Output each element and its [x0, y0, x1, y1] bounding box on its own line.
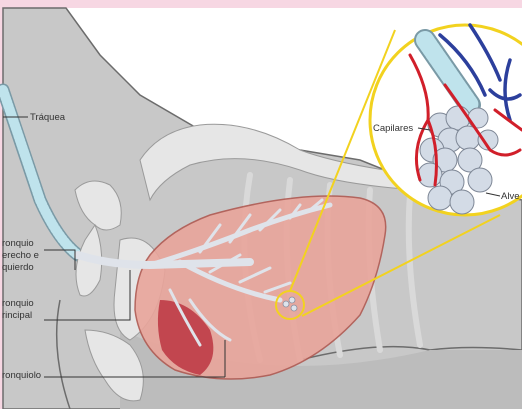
label-bronquio-principal-2: rincipal	[2, 310, 32, 321]
label-bronquiolo: ronquiolo	[2, 370, 41, 381]
label-bronquio-derecho-2: erecho e	[2, 250, 39, 261]
label-alveolos: Alve	[501, 191, 519, 202]
label-bronquio-derecho-1: ronquio	[2, 238, 34, 249]
label-capilares: Capilares	[373, 123, 413, 134]
label-bronquio-principal-1: ronquio	[2, 298, 34, 309]
label-bronquio-derecho-3: quierdo	[2, 262, 34, 273]
label-traquea: Tráquea	[30, 112, 66, 123]
